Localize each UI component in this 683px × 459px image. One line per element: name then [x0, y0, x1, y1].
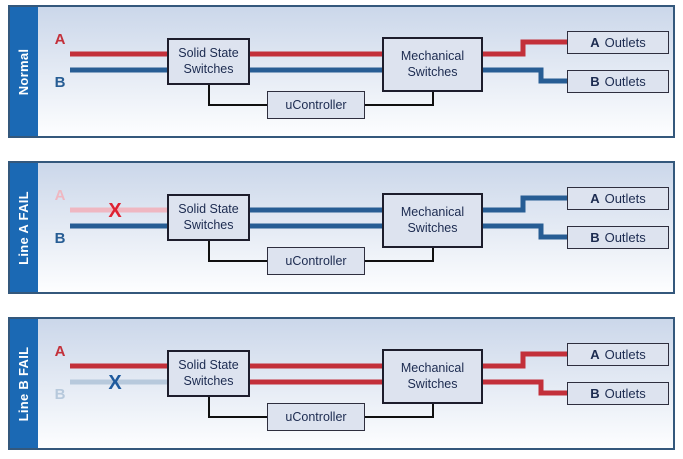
ucontroller-box: uController: [267, 91, 365, 119]
b-outlets-box: B Outlets: [567, 226, 669, 249]
mechanical-switches-box: Mechanical Switches: [382, 193, 483, 248]
wires-layer: [70, 39, 569, 106]
line-b-label: B: [54, 74, 66, 91]
outlet-a-wire: [481, 351, 569, 369]
controller-connector-right: [363, 248, 434, 262]
b-outlets-label: Outlets: [604, 230, 646, 245]
solid-state-switches-label: Solid State Switches: [178, 45, 239, 76]
panel-content: X A B Solid State Switches Mechanical Sw…: [38, 163, 673, 292]
outlet-b-wire: [481, 223, 569, 240]
controller-connector-left: [208, 241, 269, 262]
panel-sidebar-label: Line A FAIL: [16, 190, 31, 265]
panel-sidebar: Line A FAIL: [10, 163, 38, 292]
line-b-label: B: [54, 230, 66, 247]
b-outlets-letter: B: [590, 230, 600, 245]
outlet-b-wire: [481, 67, 569, 84]
controller-connector-right: [363, 92, 434, 106]
ucontroller-label: uController: [285, 410, 347, 424]
mechanical-switches-label: Mechanical Switches: [400, 204, 465, 235]
line-b-label: B: [54, 386, 66, 403]
mechanical-switches-label: Mechanical Switches: [400, 48, 465, 79]
a-outlets-label: Outlets: [604, 191, 646, 206]
panel-sidebar-label: Normal: [16, 48, 31, 95]
solid-state-switches-label: Solid State Switches: [178, 201, 239, 232]
panel-content: X A B Solid State Switches Mechanical Sw…: [38, 319, 673, 448]
ucontroller-box: uController: [267, 403, 365, 431]
solid-state-switches-box: Solid State Switches: [167, 38, 250, 85]
mechanical-switches-box: Mechanical Switches: [382, 37, 483, 92]
outlet-b-wire: [481, 379, 569, 396]
ucontroller-box: uController: [267, 247, 365, 275]
a-outlets-letter: A: [590, 191, 600, 206]
panel-sidebar-label: Line B FAIL: [16, 346, 31, 421]
controller-connector-left: [208, 85, 269, 106]
solid-state-switches-box: Solid State Switches: [167, 350, 250, 397]
line-a-label: A: [54, 187, 66, 204]
panel-sidebar: Normal: [10, 7, 38, 136]
fail-x-mark: X: [108, 200, 122, 222]
outlet-a-wire: [481, 39, 569, 57]
solid-state-switches-box: Solid State Switches: [167, 194, 250, 241]
mechanical-switches-box: Mechanical Switches: [382, 349, 483, 404]
a-outlets-box: A Outlets: [567, 343, 669, 366]
panel-sidebar: Line B FAIL: [10, 319, 38, 448]
a-outlets-box: A Outlets: [567, 31, 669, 54]
panel-line-b-fail: Line B FAIL X A B Solid State Switches: [8, 317, 675, 450]
b-outlets-letter: B: [590, 386, 600, 401]
line-a-label: A: [54, 343, 66, 360]
fail-x-mark: X: [108, 372, 122, 394]
ucontroller-label: uController: [285, 254, 347, 268]
ucontroller-label: uController: [285, 98, 347, 112]
a-outlets-box: A Outlets: [567, 187, 669, 210]
panel-line-a-fail: Line A FAIL X A B Solid State Switches: [8, 161, 675, 294]
a-outlets-label: Outlets: [604, 35, 646, 50]
a-outlets-letter: A: [590, 347, 600, 362]
a-outlets-label: Outlets: [604, 347, 646, 362]
outlet-a-wire: [481, 195, 569, 213]
b-outlets-box: B Outlets: [567, 382, 669, 405]
b-outlets-letter: B: [590, 74, 600, 89]
wires-layer: X: [70, 195, 569, 262]
b-outlets-label: Outlets: [604, 74, 646, 89]
a-outlets-letter: A: [590, 35, 600, 50]
controller-connector-left: [208, 397, 269, 418]
b-outlets-box: B Outlets: [567, 70, 669, 93]
solid-state-switches-label: Solid State Switches: [178, 357, 239, 388]
line-a-label: A: [54, 31, 66, 48]
b-outlets-label: Outlets: [604, 386, 646, 401]
panel-normal: Normal A B Solid State Switches: [8, 5, 675, 138]
panel-content: A B Solid State Switches Mechanical Swit…: [38, 7, 673, 136]
mechanical-switches-label: Mechanical Switches: [400, 360, 465, 391]
wires-layer: X: [70, 351, 569, 418]
controller-connector-right: [363, 404, 434, 418]
